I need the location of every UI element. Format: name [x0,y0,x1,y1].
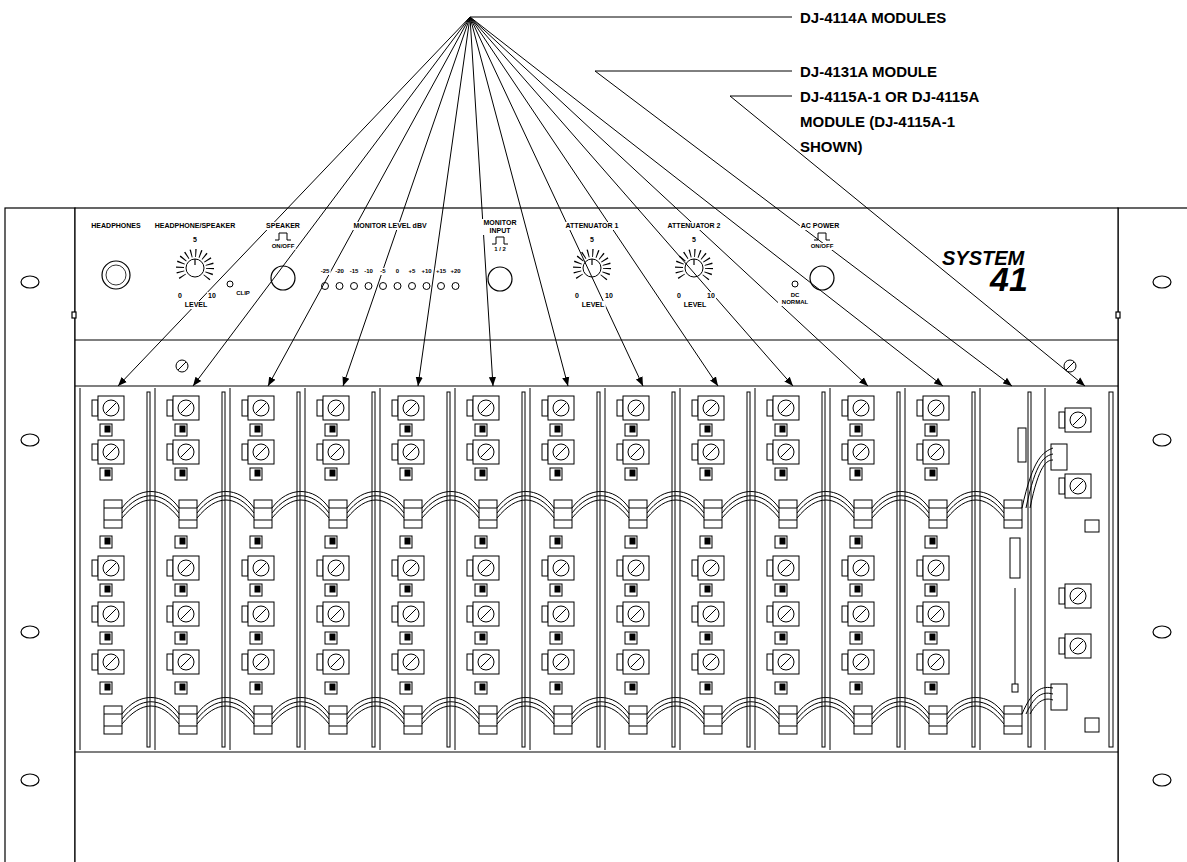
panel-label: LEVEL [683,301,708,309]
ribbon-cables [122,492,1004,725]
panel-label: 0 [676,292,682,300]
panel-label: ON/OFF [271,243,296,250]
panel-label: +20 [449,268,461,275]
panel-label: -20 [334,268,345,275]
front-panel-controls [102,233,834,291]
dj-4115a-module [1022,388,1113,750]
panel-label: 0 [395,268,400,275]
panel-label: +10 [420,268,432,275]
panel-label: SPEAKER [265,222,301,230]
logo-text: 41 [990,262,1028,296]
panel-label: 5 [192,236,198,244]
chassis [5,208,1187,862]
panel-label: ON/OFF [810,243,835,250]
panel-label: LEVEL [581,301,606,309]
panel-label: 0 [574,292,580,300]
panel-label: MONITOR LEVEL dBV [352,222,427,230]
panel-label: -5 [379,268,386,275]
panel-label: 10 [604,292,614,300]
panel-label: 0 [177,292,183,300]
panel-label: +5 [408,268,417,275]
panel-label: -10 [363,268,374,275]
panel-label: 5 [691,236,697,244]
panel-label: ATTENUATOR 1 [565,222,620,230]
panel-label: CLIP [235,290,251,297]
panel-label: DC NORMAL [778,292,812,306]
panel-label: HEADPHONE/SPEAKER [154,222,237,230]
panel-label: AC POWER [800,222,841,230]
panel-label: 10 [207,292,217,300]
panel-label: -25 [320,268,331,275]
callout-label: DJ-4115A-1 OR DJ-4115A MODULE (DJ-4115A-… [800,84,980,159]
panel-screws [176,360,1076,372]
dj-4114a-modules [80,388,975,750]
dj-4131a-module [980,388,1031,750]
panel-label: 1 / 2 [493,246,507,253]
callout-label: DJ-4131A MODULE [800,59,937,84]
panel-label: +15 [435,268,447,275]
callout-label: DJ-4114A MODULES [800,5,946,30]
panel-label: 10 [706,292,716,300]
panel-label: HEADPHONES [90,222,141,230]
panel-label: 5 [589,236,595,244]
panel-label: LEVEL [184,301,209,309]
panel-label: -15 [349,268,360,275]
panel-label: ATTENUATOR 2 [667,222,722,230]
panel-label: MONITOR INPUT [481,219,519,235]
leader-lines [118,17,1085,386]
mounting-holes [21,276,1171,786]
